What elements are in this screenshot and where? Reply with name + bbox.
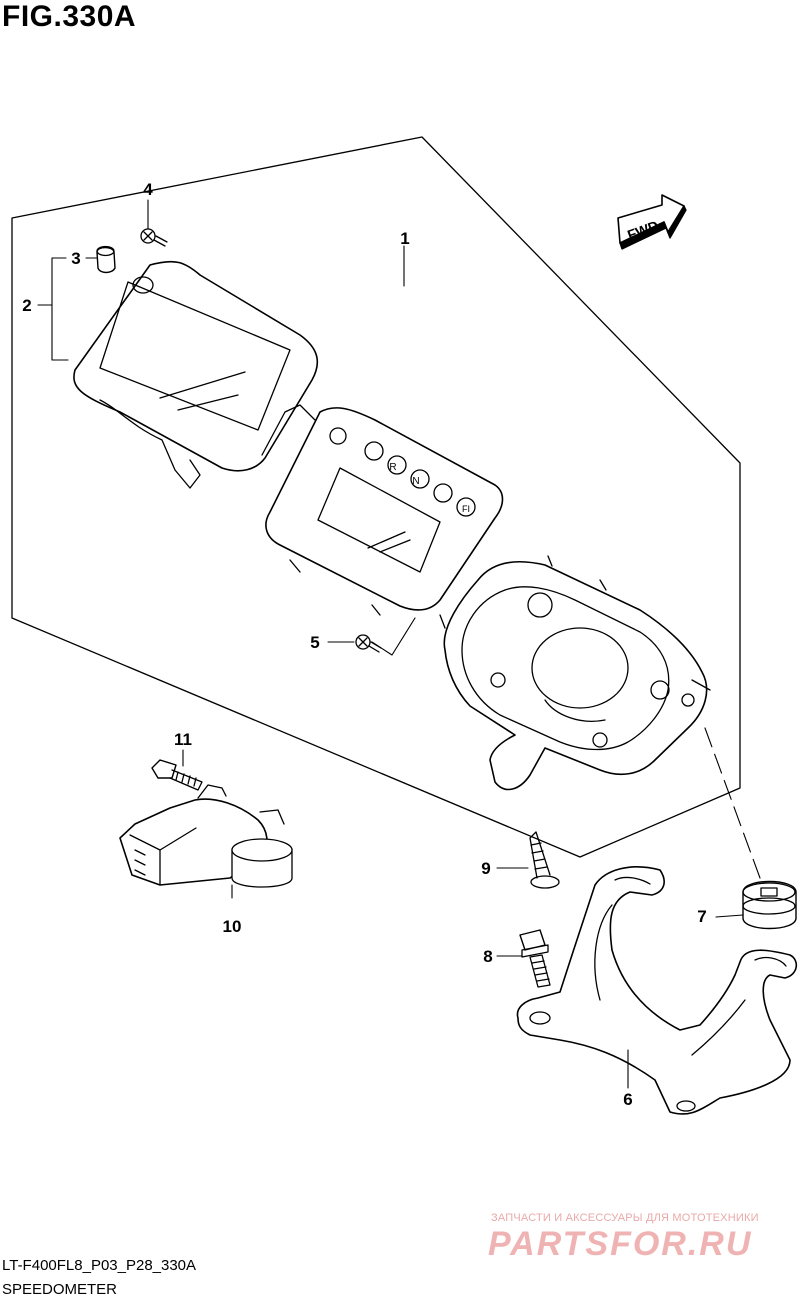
screw-part-5 xyxy=(355,634,382,653)
figure-title: FIG.330A xyxy=(2,0,137,33)
bracket-part-6 xyxy=(516,866,798,1115)
screw-part-4 xyxy=(140,228,168,247)
assembly-boundary xyxy=(11,136,741,858)
grommet-part-7 xyxy=(742,880,797,930)
display-panel xyxy=(265,407,504,629)
screw-part-9 xyxy=(529,831,560,889)
footer-diagram-code: LT-F400FL8_P03_P28_330A xyxy=(2,1257,197,1274)
callout-9: 9 xyxy=(481,859,490,878)
fwd-arrow-icon xyxy=(617,194,687,250)
callout-7: 7 xyxy=(697,907,706,926)
callout-4: 4 xyxy=(143,180,153,199)
callout-5: 5 xyxy=(310,633,319,652)
bolt-part-11 xyxy=(151,759,203,791)
callout-2: 2 xyxy=(22,296,31,315)
footer-diagram-name: SPEEDOMETER xyxy=(2,1281,118,1298)
indicator-neutral: N xyxy=(412,476,419,487)
bolt-part-8 xyxy=(519,929,551,988)
callout-8: 8 xyxy=(483,947,492,966)
callout-3: 3 xyxy=(71,249,80,268)
callout-1: 1 xyxy=(400,229,409,248)
callout-11: 11 xyxy=(174,730,192,749)
indicator-fi: FI xyxy=(462,504,470,514)
cap-part-3 xyxy=(96,245,116,274)
indicator-reverse: R xyxy=(389,462,396,473)
meter-cover-part-2 xyxy=(73,260,319,489)
leader-lines xyxy=(37,199,761,1089)
watermark-tagline: ЗАПЧАСТИ И АКСЕССУАРЫ ДЛЯ МОТОТЕХНИКИ xyxy=(491,1212,759,1224)
watermark-logo: PARTSFOR.RU xyxy=(488,1225,753,1263)
callout-10: 10 xyxy=(223,917,242,936)
speed-sensor-part-10 xyxy=(119,784,293,888)
callout-6: 6 xyxy=(623,1090,632,1109)
meter-case xyxy=(443,555,711,791)
